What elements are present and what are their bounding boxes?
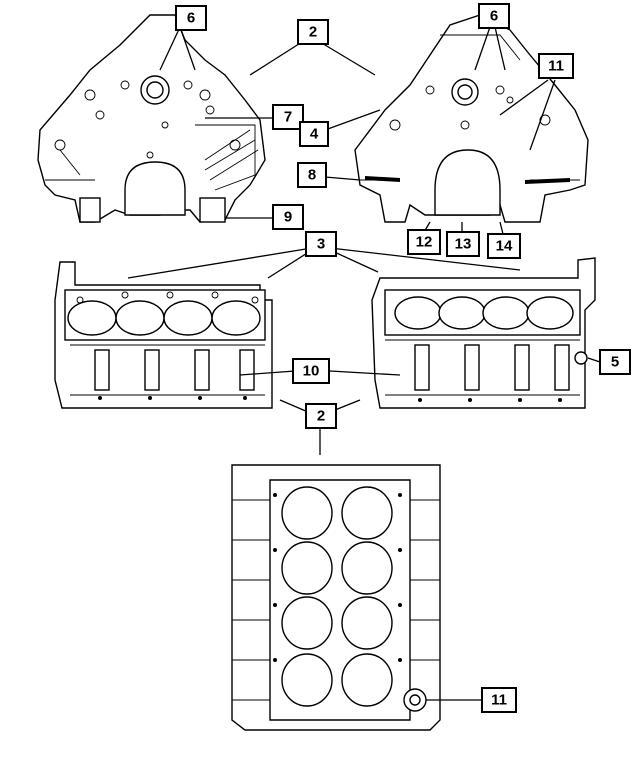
callout-7: 7 (272, 104, 304, 130)
svg-text:6: 6 (490, 8, 498, 25)
svg-text:9: 9 (284, 209, 292, 226)
svg-text:8: 8 (308, 167, 316, 184)
callout-2-top: 2 (297, 19, 329, 45)
svg-text:11: 11 (548, 58, 564, 75)
callout-8: 8 (297, 162, 327, 188)
svg-text:2: 2 (317, 408, 325, 425)
svg-text:10: 10 (303, 363, 320, 380)
svg-text:11: 11 (491, 692, 507, 709)
svg-text:2: 2 (309, 24, 317, 41)
svg-text:3: 3 (317, 236, 325, 253)
svg-text:12: 12 (416, 234, 433, 251)
svg-text:13: 13 (455, 236, 472, 253)
callout-5: 5 (599, 349, 631, 375)
rear-view-right-block (354, 14, 589, 223)
callout-11-bottom: 11 (481, 687, 517, 713)
svg-text:6: 6 (187, 10, 195, 27)
svg-text:4: 4 (310, 126, 319, 143)
callout-6-left: 6 (175, 5, 207, 31)
callout-6-right: 6 (478, 3, 510, 29)
callout-4: 4 (299, 121, 329, 147)
callout-9: 9 (272, 204, 304, 230)
callout-14: 14 (487, 233, 521, 259)
leader-lines (127, 26, 601, 701)
deck-view-bottom-block (231, 464, 441, 731)
svg-text:5: 5 (611, 354, 619, 371)
svg-text:7: 7 (284, 109, 292, 126)
callout-3: 3 (305, 231, 337, 257)
callout-10: 10 (292, 358, 330, 384)
callout-13: 13 (446, 231, 480, 257)
callout-2-bottom: 2 (305, 403, 337, 429)
callout-11-top: 11 (538, 53, 574, 79)
svg-text:14: 14 (496, 238, 513, 255)
front-view-left-block (37, 14, 266, 223)
callout-12: 12 (407, 229, 441, 255)
side-view-left-block (54, 261, 273, 409)
side-view-right-block (371, 257, 596, 409)
